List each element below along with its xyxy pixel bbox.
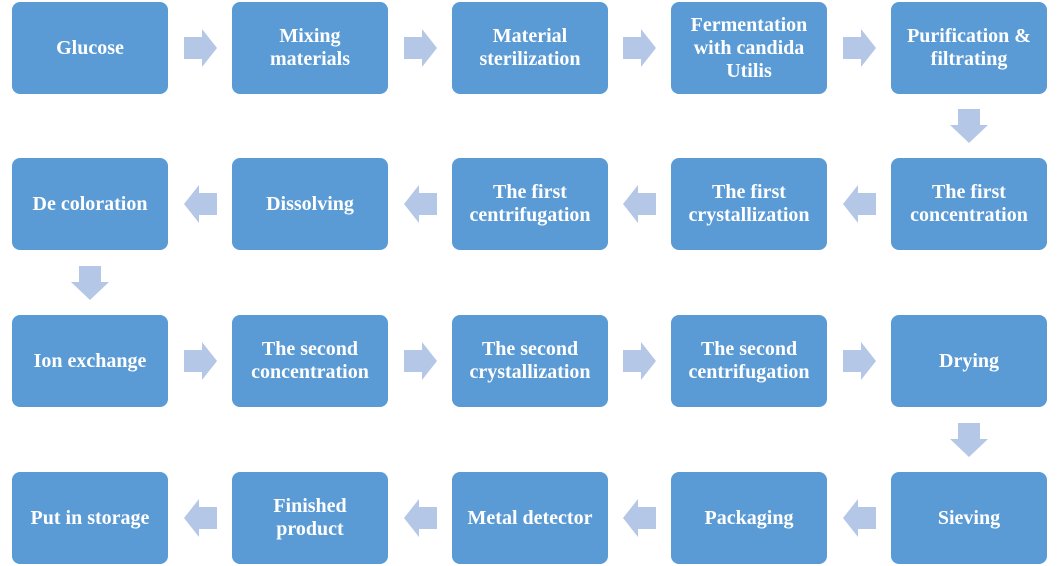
down-arrow-icon — [71, 266, 109, 300]
step-put-in-storage: Put in storage — [12, 472, 168, 564]
left-arrow-icon — [843, 499, 876, 537]
step-first-centrifugation: The first centrifugation — [452, 158, 608, 250]
step-second-concentration: The second concentration — [232, 315, 388, 407]
step-drying: Drying — [891, 315, 1047, 407]
step-first-concentration: The first concentration — [891, 158, 1047, 250]
right-arrow-icon — [404, 342, 437, 380]
step-second-crystallization: The second crystallization — [452, 315, 608, 407]
right-arrow-icon — [623, 342, 656, 380]
right-arrow-icon — [623, 29, 656, 67]
down-arrow-icon — [950, 423, 988, 457]
step-material-sterilization: Material sterilization — [452, 2, 608, 94]
left-arrow-icon — [404, 499, 437, 537]
step-metal-detector: Metal detector — [452, 472, 608, 564]
step-fermentation: Fermentation with candida Utilis — [671, 2, 827, 94]
right-arrow-icon — [843, 342, 876, 380]
left-arrow-icon — [623, 499, 656, 537]
left-arrow-icon — [184, 499, 217, 537]
step-glucose: Glucose — [12, 2, 168, 94]
step-first-crystallization: The first crystallization — [671, 158, 827, 250]
step-finished-product: Finished product — [232, 472, 388, 564]
step-dissolving: Dissolving — [232, 158, 388, 250]
left-arrow-icon — [623, 185, 656, 223]
down-arrow-icon — [950, 109, 988, 143]
left-arrow-icon — [843, 185, 876, 223]
step-purification-filtrating: Purification & filtrating — [891, 2, 1047, 94]
right-arrow-icon — [843, 29, 876, 67]
step-second-centrifugation: The second centrifugation — [671, 315, 827, 407]
step-de-coloration: De coloration — [12, 158, 168, 250]
right-arrow-icon — [404, 29, 437, 67]
right-arrow-icon — [184, 342, 217, 380]
right-arrow-icon — [184, 29, 217, 67]
step-mixing-materials: Mixing materials — [232, 2, 388, 94]
left-arrow-icon — [404, 185, 437, 223]
step-ion-exchange: Ion exchange — [12, 315, 168, 407]
step-sieving: Sieving — [891, 472, 1047, 564]
left-arrow-icon — [184, 185, 217, 223]
step-packaging: Packaging — [671, 472, 827, 564]
